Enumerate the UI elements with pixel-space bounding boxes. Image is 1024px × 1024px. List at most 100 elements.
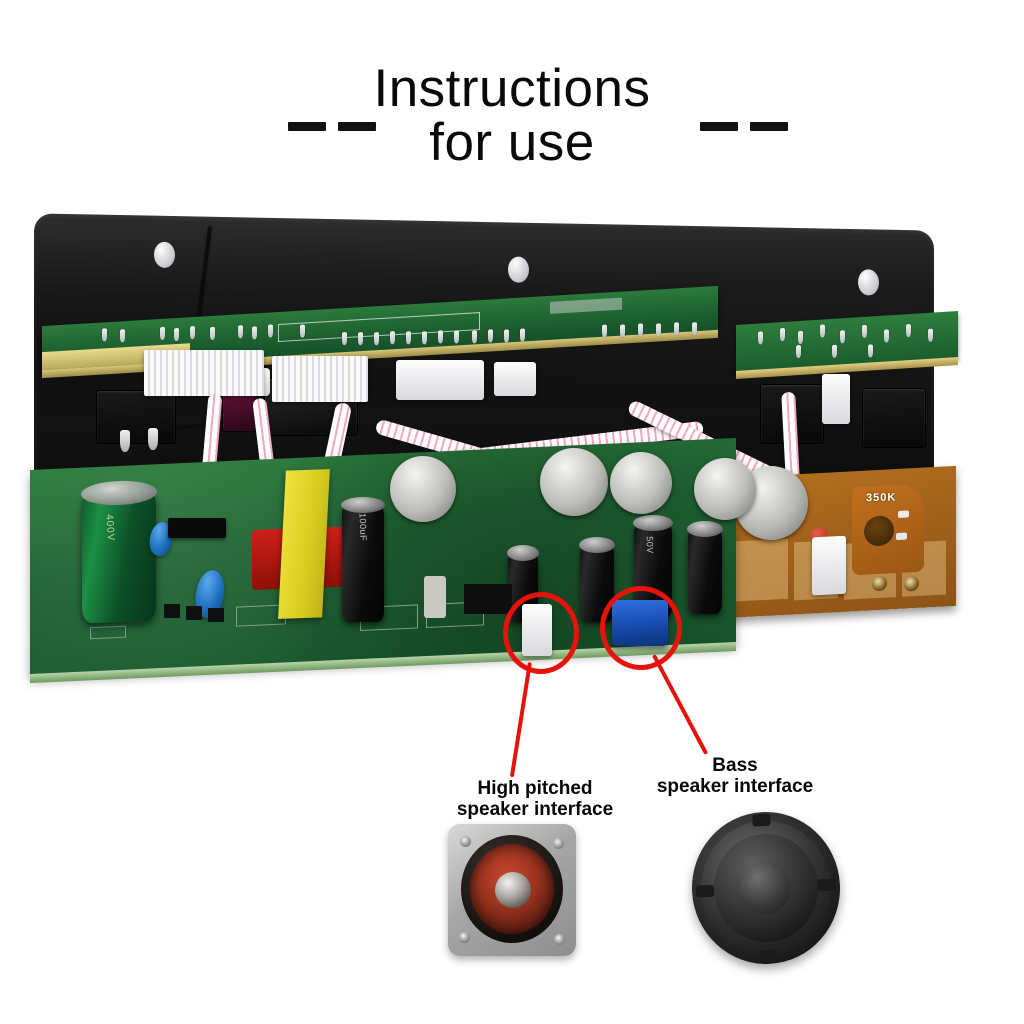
high-pitched-speaker-photo (448, 824, 576, 956)
capacitor-top (687, 521, 723, 537)
integrated-circuit (168, 518, 226, 538)
solder-pin (374, 332, 379, 346)
electrolytic-capacitor (687, 521, 723, 614)
woofer-mount-tab (759, 949, 778, 963)
smd-component (186, 606, 202, 620)
solder-pin (820, 324, 825, 338)
socket-terminal (148, 428, 158, 450)
capacitor-silver (390, 456, 456, 522)
tweeter-dome (495, 872, 531, 908)
solder-pin (758, 331, 763, 345)
solder-pin (358, 332, 363, 346)
solder-pin (342, 331, 347, 346)
mounting-hole (508, 256, 529, 283)
smd-component (208, 608, 224, 622)
smd-component (164, 604, 180, 618)
highlight-circle-high-pitched (503, 592, 579, 674)
solder-pin (884, 329, 889, 343)
tweeter-screw-hole (460, 836, 471, 847)
solder-pin (780, 327, 785, 342)
page-title-line2: for use (429, 113, 595, 173)
mounting-hole (858, 269, 879, 296)
page-title: Instructions for use (0, 59, 1024, 173)
ribbon-header-right (396, 360, 484, 400)
copper-trace (734, 538, 788, 602)
electrolytic-capacitor: 100uF (341, 497, 385, 622)
capacitor-label: 100uF (357, 512, 369, 542)
solder-pin (674, 322, 679, 336)
capacitor-top (579, 537, 615, 553)
mounting-hole (154, 241, 175, 269)
board-connector (812, 535, 846, 596)
solder-pin (796, 344, 801, 359)
solder-pin (120, 329, 125, 343)
solder-pin (656, 323, 661, 337)
resistor (424, 576, 446, 618)
callout-bass: Bass speaker interface (620, 755, 850, 798)
solder-pin (832, 344, 837, 358)
solder-pin (862, 324, 867, 339)
capacitor-silver (610, 452, 672, 514)
solder-pin (504, 329, 509, 343)
solder-pin (906, 323, 911, 338)
title-dash-right-2 (750, 122, 788, 131)
solder-pin (406, 331, 411, 345)
ic-chip (464, 584, 512, 614)
woofer-mount-tab (817, 878, 837, 892)
capacitor-top (633, 515, 673, 531)
ac-socket-housing (96, 390, 176, 444)
potentiometer-lug (896, 532, 907, 541)
solder-pin (238, 325, 243, 339)
transformer-tape (278, 469, 330, 619)
potentiometer-lug (898, 510, 909, 518)
solder-pin (638, 323, 643, 337)
tweeter-screw-hole (459, 932, 470, 943)
solder-pin (268, 324, 273, 338)
silkscreen-outline (278, 312, 480, 343)
title-dash-right-1 (700, 122, 738, 131)
woofer-mount-tab (695, 884, 715, 898)
socket-terminal (120, 430, 130, 452)
solder-pin (798, 330, 803, 345)
capacitor-label: 50V (644, 536, 656, 554)
silkscreen-mark (90, 625, 126, 640)
silkscreen-pad (550, 297, 622, 314)
solder-pin (160, 326, 165, 341)
ribbon-header-left (144, 350, 264, 396)
page-title-line1: Instructions (373, 59, 651, 118)
title-dash-left-1 (288, 122, 326, 131)
ribbon-header-mid (272, 356, 368, 402)
tweeter-screw-hole (554, 934, 565, 945)
speaker-connector-housing (822, 374, 850, 424)
solder-pin (190, 325, 195, 340)
potentiometer-shaft-hole (864, 515, 894, 547)
callout-bass-line2: speaker interface (656, 776, 814, 798)
solder-pin (422, 331, 427, 345)
callout-high-pitched-line1: High pitched (477, 778, 593, 799)
solder-pin (488, 329, 493, 343)
potentiometer-label: 350K (866, 491, 897, 505)
volume-potentiometer[interactable]: 350K (852, 483, 924, 576)
woofer-mount-tab (752, 813, 771, 827)
solder-pin (252, 326, 257, 340)
tweeter-screw-hole (553, 838, 564, 849)
solder-pin (390, 331, 395, 345)
solder-pin (210, 326, 215, 341)
solder-pin (868, 344, 873, 358)
solder-pin (520, 328, 525, 342)
capacitor-label: 400V (103, 513, 117, 543)
callout-high-pitched-line2: speaker interface (456, 799, 614, 821)
solder-pin (300, 324, 305, 338)
solder-pin (438, 330, 443, 344)
solder-pin (692, 322, 697, 336)
solder-pin (840, 330, 845, 344)
solder-pin (174, 327, 179, 342)
callout-bass-line1: Bass (712, 755, 758, 776)
solder-pin (102, 328, 107, 342)
solder-pin (472, 330, 477, 344)
amplifier-board-photo: 350K 400V (24, 213, 958, 684)
output-socket-right (862, 388, 926, 448)
capacitor-top (507, 545, 539, 561)
bass-speaker-photo (688, 808, 844, 968)
